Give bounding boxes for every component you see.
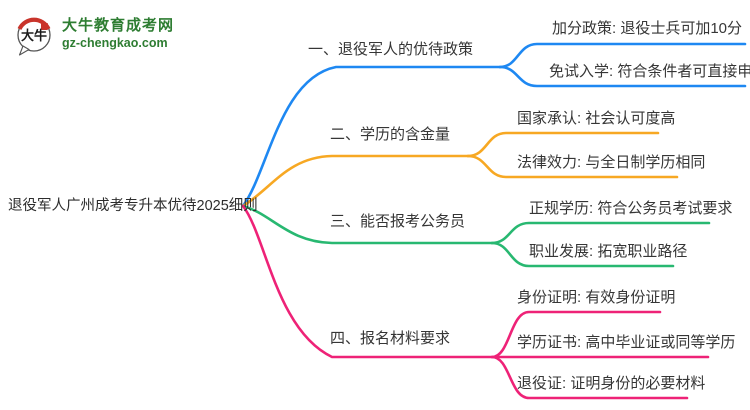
daniu-cow-seal-icon: 大牛 — [17, 17, 51, 56]
branch-4-main-line — [241, 204, 710, 359]
branch-4-child-3-label: 退役证: 证明身份的必要材料 — [517, 375, 706, 392]
branch-1-main-line — [241, 65, 502, 208]
branch-4-child-3-line — [490, 355, 689, 400]
branch-3-main-line — [241, 204, 494, 245]
branch-4-child-2-label: 学历证书: 高中毕业证或同等学历 — [517, 334, 736, 351]
branch-1-child-1-line — [498, 42, 747, 69]
branch-3-child-1-line — [490, 221, 711, 245]
branch-1-child-1-label: 加分政策: 退役士兵可加10分 — [552, 20, 743, 37]
branch-3-child-2-label: 职业发展: 拓宽职业路径 — [529, 243, 688, 260]
branch-4-child-1-line — [490, 310, 662, 359]
branch-4-child-1-label: 身份证明: 有效身份证明 — [517, 289, 676, 306]
branch-1-child-2-label: 免试入学: 符合条件者可直接申请 — [549, 63, 750, 80]
logo-domain: gz-chengkao.com — [62, 36, 168, 50]
branch-3-label: 三、能否报考公务员 — [330, 213, 466, 230]
branch-2-label: 二、学历的含金量 — [330, 126, 451, 143]
branch-2-child-1-line — [466, 131, 660, 158]
branch-1-child-2-line — [498, 65, 747, 88]
branch-4-label: 四、报名材料要求 — [330, 330, 451, 347]
branch-2-child-1-label: 国家承认: 社会认可度高 — [517, 110, 676, 127]
branch-2-main-line — [241, 154, 470, 208]
branch-2-child-2-line — [466, 154, 679, 179]
branch-3-child-2-line — [490, 241, 675, 268]
root-topic: 退役军人广州成考专升本优待2025细则 — [8, 198, 258, 214]
logo-icon-characters: 大牛 — [21, 28, 47, 43]
branch-3-child-1-label: 正规学历: 符合公务员考试要求 — [529, 200, 733, 217]
branch-2-child-2-label: 法律效力: 与全日制学历相同 — [517, 154, 706, 171]
branch-1-label: 一、退役军人的优待政策 — [308, 41, 474, 58]
site-logo: 大牛 大牛教育成考网 gz-chengkao.com — [14, 14, 174, 60]
logo-title: 大牛教育成考网 — [62, 17, 175, 34]
